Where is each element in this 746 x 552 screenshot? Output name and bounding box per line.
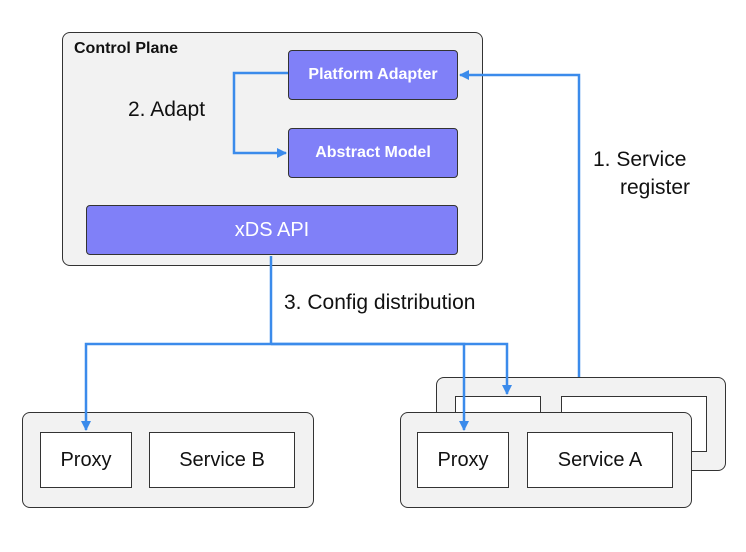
control-plane-title: Control Plane bbox=[74, 40, 179, 57]
adapt-label: 2. Adapt bbox=[128, 98, 206, 121]
service-register-label-2: register bbox=[620, 176, 691, 199]
distribution-line-a bbox=[271, 342, 469, 431]
proxy-a-box: Proxy bbox=[417, 432, 509, 488]
platform-adapter-box: Platform Adapter bbox=[288, 50, 458, 100]
service-a-box: Service A bbox=[527, 432, 673, 488]
service-b-box: Service B bbox=[149, 432, 295, 488]
distribution-line-a-back bbox=[271, 342, 512, 395]
xds-api-box: xDS API bbox=[86, 205, 458, 255]
config-distribution-label: 3. Config distribution bbox=[284, 291, 476, 314]
abstract-model-box: Abstract Model bbox=[288, 128, 458, 178]
proxy-b-box: Proxy bbox=[40, 432, 132, 488]
service-register-label-1: 1. Service bbox=[593, 148, 687, 171]
distribution-line-b bbox=[81, 342, 271, 431]
adapt-arrow bbox=[232, 71, 288, 158]
register-arrow bbox=[459, 70, 581, 377]
